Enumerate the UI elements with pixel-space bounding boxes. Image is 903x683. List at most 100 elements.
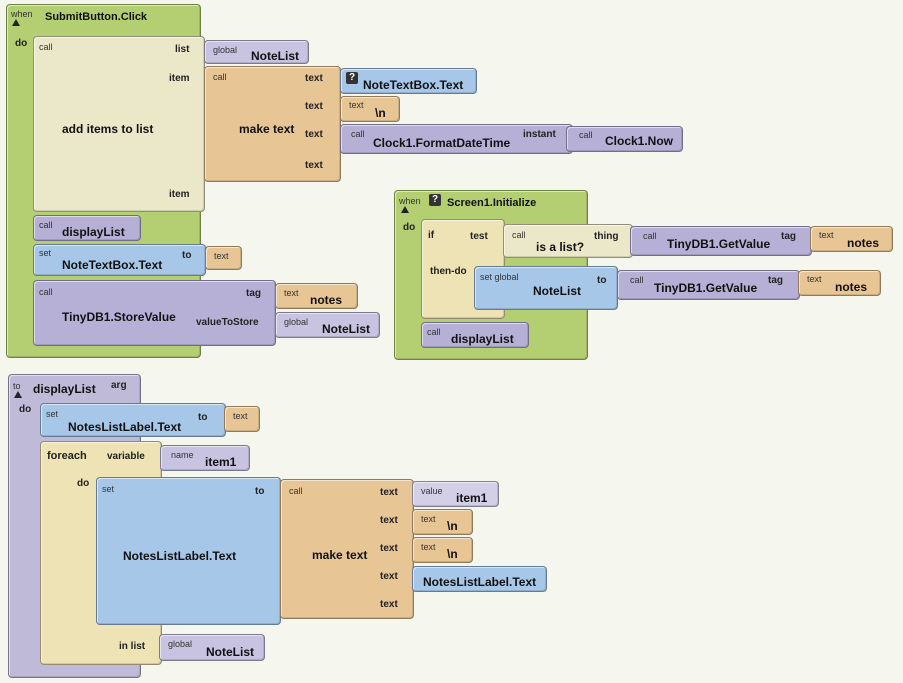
text-socket-label: text bbox=[380, 515, 398, 526]
notelist-label: NoteList bbox=[322, 322, 370, 336]
call-keyword: call bbox=[579, 130, 593, 140]
make-text-block[interactable]: call make text text text text text text bbox=[280, 479, 414, 619]
call-displaylist-block[interactable]: call displayList bbox=[33, 215, 141, 241]
text-keyword: text bbox=[284, 288, 299, 298]
test-socket-label: test bbox=[470, 231, 488, 242]
empty-text-block[interactable]: text bbox=[224, 406, 260, 432]
text-keyword: text bbox=[421, 514, 436, 524]
newline-text-block[interactable]: text \n bbox=[340, 96, 400, 122]
notes-text-block-2[interactable]: text notes bbox=[798, 270, 881, 296]
global-notelist-getter[interactable]: global NoteList bbox=[204, 40, 309, 64]
valuetostore-socket-label: valueToStore bbox=[196, 317, 259, 328]
notetextbox-text-getter[interactable]: ? NoteTextBox.Text bbox=[340, 68, 477, 94]
set-global-notelist-block[interactable]: set global NoteList to bbox=[474, 266, 618, 310]
newline-value: \n bbox=[447, 519, 458, 533]
item-socket-label-2: item bbox=[169, 189, 190, 200]
notes-value: notes bbox=[847, 236, 880, 250]
global-notelist-getter[interactable]: global NoteList bbox=[159, 634, 265, 661]
call-keyword: call bbox=[351, 129, 365, 139]
event-name: SubmitButton.Click bbox=[45, 11, 148, 23]
getvalue-label: TinyDB1.GetValue bbox=[654, 281, 758, 295]
add-items-to-list-block[interactable]: call add items to list list item item bbox=[33, 36, 205, 212]
collapse-triangle-icon[interactable] bbox=[12, 19, 20, 26]
collapse-triangle-icon[interactable] bbox=[14, 391, 22, 398]
call-keyword: call bbox=[289, 486, 303, 496]
displaylist-label: displayList bbox=[451, 332, 514, 346]
add-items-label: add items to list bbox=[62, 122, 154, 136]
event-name: Screen1.Initialize bbox=[447, 197, 537, 209]
set-noteslistlabel-text-block-2[interactable]: set NotesListLabel.Text to bbox=[96, 477, 281, 625]
is-a-list-block[interactable]: call is a list? thing bbox=[503, 224, 633, 258]
newline-text-block[interactable]: text \n bbox=[412, 509, 473, 535]
set-notetextbox-text-block[interactable]: set NoteTextBox.Text to bbox=[33, 244, 206, 276]
then-do-label: then-do bbox=[430, 266, 467, 277]
do-keyword: do bbox=[77, 478, 90, 489]
tinydb-storevalue-block[interactable]: call TinyDB1.StoreValue tag valueToStore bbox=[33, 280, 276, 346]
make-text-block[interactable]: call make text text text text text bbox=[204, 66, 341, 182]
clock-now-label: Clock1.Now bbox=[605, 134, 674, 148]
empty-text-block[interactable]: text bbox=[205, 246, 242, 270]
set-keyword: set bbox=[46, 409, 59, 419]
call-keyword: call bbox=[630, 275, 644, 285]
noteslistlabel-text-getter[interactable]: NotesListLabel.Text bbox=[412, 566, 547, 592]
noteslistlabel-text-label: NotesListLabel.Text bbox=[423, 575, 537, 589]
text-socket-label: text bbox=[380, 571, 398, 582]
arg-socket-label: arg bbox=[111, 380, 127, 391]
name-keyword: name bbox=[171, 450, 194, 460]
tinydb-getvalue-block-2[interactable]: call TinyDB1.GetValue tag bbox=[617, 270, 800, 300]
tag-socket-label: tag bbox=[768, 275, 783, 286]
notes-value: notes bbox=[310, 293, 343, 307]
text-socket-label: text bbox=[305, 73, 323, 84]
item-socket-label: item bbox=[169, 73, 190, 84]
notes-value: notes bbox=[835, 280, 868, 294]
getvalue-label: TinyDB1.GetValue bbox=[667, 237, 771, 251]
noteslistlabel-text-label: NotesListLabel.Text bbox=[68, 420, 182, 434]
in-list-socket-label: in list bbox=[119, 641, 146, 652]
tag-socket-label: tag bbox=[246, 288, 261, 299]
call-keyword: call bbox=[39, 220, 53, 230]
do-keyword: do bbox=[19, 404, 32, 415]
set-global-keyword: set global bbox=[480, 272, 519, 282]
global-keyword: global bbox=[168, 639, 193, 649]
text-socket-label: text bbox=[305, 101, 323, 112]
set-noteslistlabel-text-block[interactable]: set NotesListLabel.Text text bbox=[40, 403, 226, 437]
newline-value: \n bbox=[447, 547, 458, 561]
collapse-triangle-icon[interactable] bbox=[401, 206, 409, 213]
set-keyword: set bbox=[102, 484, 115, 494]
call-keyword: call bbox=[643, 231, 657, 241]
call-displaylist-block[interactable]: call displayList bbox=[421, 322, 529, 348]
displaylist-label: displayList bbox=[62, 225, 125, 239]
text-keyword: text bbox=[349, 100, 364, 110]
help-question-icon[interactable]: ? bbox=[346, 72, 358, 84]
notes-text-block[interactable]: text notes bbox=[275, 283, 358, 309]
clock-format-datetime-block[interactable]: call Clock1.FormatDateTime instant bbox=[340, 124, 573, 154]
notes-text-block[interactable]: text notes bbox=[810, 226, 893, 252]
list-socket-label: list bbox=[175, 44, 190, 55]
text-socket-label: text bbox=[305, 129, 323, 140]
newline-text-block-2[interactable]: text \n bbox=[412, 537, 473, 563]
to-keyword: to bbox=[13, 381, 21, 391]
thing-socket-label: thing bbox=[594, 231, 619, 242]
notetextbox-text-label: NoteTextBox.Text bbox=[62, 258, 163, 272]
global-notelist-getter-2[interactable]: global NoteList bbox=[275, 312, 380, 338]
set-keyword: set bbox=[39, 248, 52, 258]
to-socket-label: to bbox=[597, 275, 607, 286]
format-datetime-label: Clock1.FormatDateTime bbox=[373, 136, 511, 150]
help-question-icon[interactable]: ? bbox=[429, 194, 441, 206]
value-item1-block[interactable]: value item1 bbox=[412, 481, 499, 507]
variable-socket-label: variable bbox=[107, 451, 145, 462]
instant-socket-label: instant bbox=[523, 129, 556, 140]
item1-label: item1 bbox=[456, 491, 488, 505]
notetextbox-text-label: NoteTextBox.Text bbox=[363, 78, 464, 92]
newline-value: \n bbox=[375, 106, 386, 120]
tinydb-getvalue-block[interactable]: call TinyDB1.GetValue tag bbox=[630, 226, 812, 256]
noteslistlabel-text-label: NotesListLabel.Text bbox=[123, 549, 237, 563]
to-socket-label: to bbox=[182, 250, 192, 261]
is-a-list-label: is a list? bbox=[536, 240, 585, 254]
clock-now-block[interactable]: call Clock1.Now bbox=[566, 126, 683, 152]
make-text-label: make text bbox=[312, 548, 368, 562]
make-text-label: make text bbox=[239, 122, 295, 136]
global-keyword: global bbox=[284, 317, 309, 327]
name-item1-block[interactable]: name item1 bbox=[160, 445, 250, 471]
notelist-label: NoteList bbox=[206, 645, 254, 659]
